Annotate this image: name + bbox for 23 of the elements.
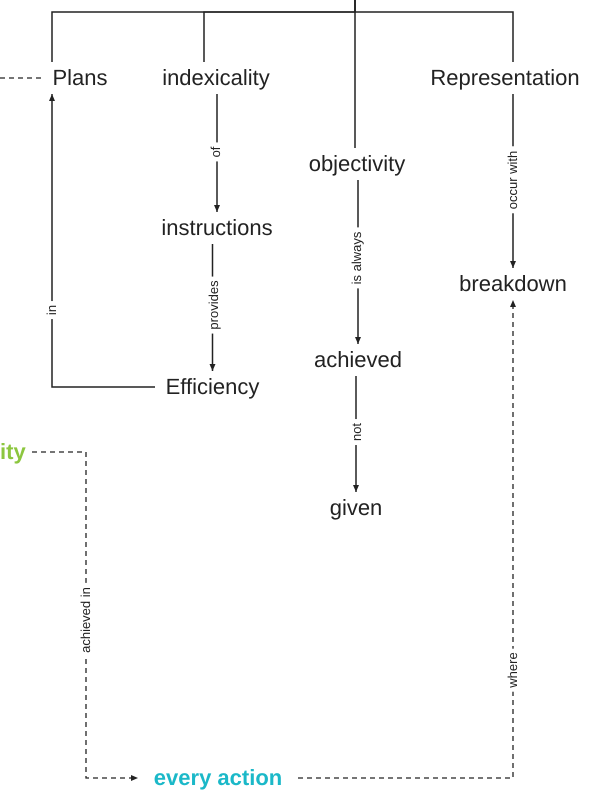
- concept-label: breakdown: [446, 268, 580, 300]
- edge-label: where: [506, 648, 520, 692]
- edge-label: provides: [207, 276, 221, 334]
- concept-label: objectivity: [296, 148, 418, 180]
- dashed-connector: [0, 77, 44, 79]
- concept-label: given: [320, 492, 392, 524]
- edge-label: is always: [350, 228, 364, 288]
- connector: [214, 94, 220, 212]
- concept-label: every action: [138, 762, 298, 794]
- edge-label: of: [209, 142, 223, 162]
- concept-label: Plans: [44, 62, 116, 94]
- concept-label: instructions: [146, 212, 288, 244]
- concept-label: Efficiency: [155, 371, 270, 403]
- concept-label: indexicality: [148, 62, 284, 94]
- concept-label: ity: [0, 436, 32, 468]
- dashed-connector: [298, 300, 516, 779]
- connector: [49, 94, 155, 388]
- concept-label: achieved: [306, 344, 410, 376]
- edge-label: in: [45, 300, 59, 320]
- edge-label: occur with: [506, 146, 520, 214]
- edge-label: not: [350, 418, 364, 446]
- connector: [354, 0, 514, 62]
- concept-label: Representation: [418, 62, 592, 94]
